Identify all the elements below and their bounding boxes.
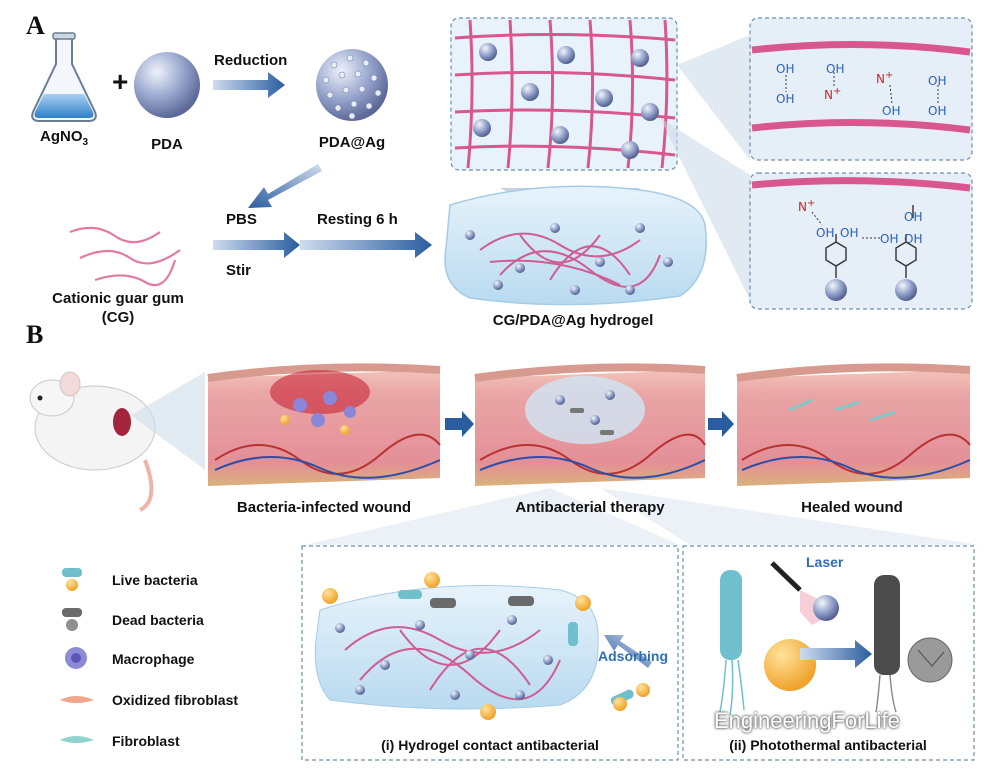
pda-sphere bbox=[134, 52, 200, 118]
ammonium-label: N+ bbox=[824, 86, 841, 102]
detail-wedge-left bbox=[305, 488, 680, 545]
resting-label: Resting 6 h bbox=[317, 211, 398, 228]
skin-block-healed bbox=[736, 363, 971, 486]
photothermal-arrow bbox=[800, 640, 872, 668]
pbs-diagonal-arrow bbox=[248, 164, 322, 208]
pbs-label: PBS bbox=[226, 211, 257, 228]
legend-live-bacteria: Live bacteria bbox=[112, 572, 198, 588]
adsorbing-label: Adsorbing bbox=[598, 648, 668, 664]
ammonium-charge: + bbox=[806, 198, 816, 209]
chem-box-top bbox=[749, 17, 973, 161]
zoom-connector-bottom bbox=[660, 118, 750, 300]
oh-label: OH bbox=[776, 92, 795, 106]
panel-letter-b: B bbox=[26, 320, 44, 349]
stage-label-healed: Healed wound bbox=[801, 499, 903, 516]
stage-arrow-2 bbox=[708, 411, 734, 437]
ammonium-charge: + bbox=[884, 70, 894, 81]
oh-label: OH bbox=[928, 104, 947, 118]
reduction-label: Reduction bbox=[214, 52, 288, 69]
ammonium-charge: + bbox=[832, 86, 842, 97]
legend-fibroblast: Fibroblast bbox=[112, 733, 180, 749]
laser-pen-icon bbox=[770, 561, 802, 592]
agno3-label: AgNO3 bbox=[40, 128, 88, 148]
dead-bacteria-icon bbox=[62, 608, 82, 631]
legend-macrophage: Macrophage bbox=[112, 651, 195, 667]
pbs-stir-arrow bbox=[213, 232, 300, 258]
hydrogel-block bbox=[444, 185, 707, 306]
detail-title-hydrogel: (i) Hydrogel contact antibacterial bbox=[381, 737, 599, 753]
zoom-wedge bbox=[131, 372, 205, 470]
oh-label: OH bbox=[880, 232, 899, 246]
oh-label: OH bbox=[904, 210, 923, 224]
laser-label: Laser bbox=[806, 554, 844, 570]
cg-strands bbox=[69, 226, 181, 287]
watermark: EngineeringForLife bbox=[714, 708, 900, 733]
ammonium-label: N+ bbox=[798, 198, 815, 214]
detail-box-photothermal bbox=[682, 545, 975, 761]
oh-label: OH bbox=[882, 104, 901, 118]
oh-label: OH bbox=[904, 232, 923, 246]
oh-label: OH bbox=[826, 62, 845, 76]
panel-letter-a: A bbox=[26, 11, 45, 40]
live-bacteria-icon bbox=[62, 568, 82, 591]
legend-oxidized-fibroblast: Oxidized fibroblast bbox=[112, 692, 239, 708]
legend-icons bbox=[60, 568, 94, 743]
oh-label: OH bbox=[928, 74, 947, 88]
hydrogel-label: CG/PDA@Ag hydrogel bbox=[492, 312, 654, 329]
flask-icon bbox=[31, 32, 97, 122]
stage-label-therapy: Antibacterial therapy bbox=[515, 499, 665, 516]
stir-label: Stir bbox=[226, 262, 252, 279]
macrophage-icon bbox=[65, 647, 87, 669]
oh-label: OH bbox=[816, 226, 835, 240]
ammonium-label: N+ bbox=[876, 70, 893, 86]
skin-block-therapy bbox=[474, 363, 706, 486]
agno3-text: AgNO bbox=[40, 128, 83, 145]
ammonium-n: N bbox=[824, 88, 833, 102]
pda-ag-label: PDA@Ag bbox=[318, 134, 386, 151]
ammonium-n: N bbox=[876, 72, 885, 86]
stage-arrow-1 bbox=[445, 411, 474, 437]
reduction-arrow bbox=[213, 72, 285, 98]
chem-box-bottom bbox=[749, 172, 973, 310]
detail-box-hydrogel bbox=[301, 545, 679, 761]
ammonium-n: N bbox=[798, 200, 807, 214]
skin-block-infected bbox=[207, 363, 441, 486]
detail-wedge-right bbox=[600, 488, 980, 545]
adsorbing-arrow bbox=[604, 635, 652, 668]
detail-title-photothermal: (ii) Photothermal antibacterial bbox=[729, 737, 927, 753]
zoom-connector-top bbox=[677, 35, 750, 160]
mouse-illustration bbox=[29, 371, 156, 512]
oh-label: OH bbox=[840, 226, 859, 240]
fibroblast-icon bbox=[60, 736, 94, 743]
legend-dead-bacteria: Dead bacteria bbox=[112, 612, 204, 628]
oxidized-fibroblast-icon bbox=[60, 696, 94, 703]
agno3-subscript: 3 bbox=[82, 137, 89, 148]
oh-label: OH bbox=[776, 62, 795, 76]
network-zoom-box bbox=[450, 17, 678, 171]
pda-ag-sphere bbox=[316, 49, 388, 121]
resting-arrow bbox=[300, 232, 432, 258]
pda-label: PDA bbox=[151, 136, 183, 153]
cg-label-line1: Cationic guar gum bbox=[52, 290, 184, 307]
cg-label-line2: (CG) bbox=[101, 309, 135, 326]
stage-label-infected: Bacteria-infected wound bbox=[236, 499, 412, 516]
plus-sign: + bbox=[112, 66, 129, 97]
